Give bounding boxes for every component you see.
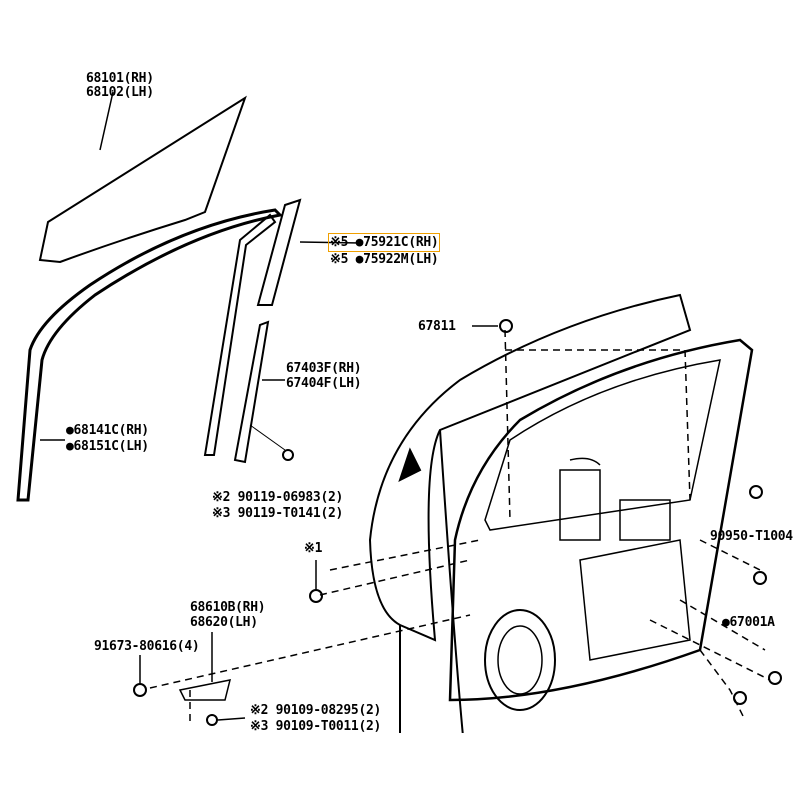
- blank-margin: [0, 733, 800, 800]
- weatherstrip-rh-label: ●68141C(RH): [66, 423, 149, 438]
- molding-rh-text: ※5 ●75921C(RH): [327, 233, 441, 252]
- rear-channel: [233, 320, 270, 464]
- note1-label: ※1: [304, 541, 323, 556]
- check-rh-label: 68610B(RH): [190, 600, 266, 615]
- door-glass: [38, 95, 247, 264]
- bolt-a1-label: ※2 90119-06983(2): [212, 490, 344, 505]
- channel-rh-label: 67403F(RH): [286, 361, 362, 376]
- bolt-c2-label: ※3 90109-T0011(2): [250, 720, 382, 732]
- cushion-part: [499, 319, 513, 333]
- bolt-b-label: 91673-80616(4): [94, 639, 200, 654]
- glass-rh-label: 68101(RH): [86, 71, 154, 86]
- door-frame: [448, 338, 754, 702]
- channel-lh-label: 67404F(LH): [286, 376, 362, 391]
- bolt-c1-label: ※2 90109-08295(2): [250, 703, 382, 718]
- clip-label: 90950-T1004: [710, 529, 793, 544]
- run-channel-strip: [16, 208, 284, 502]
- glass-lh-label: 68102(LH): [86, 85, 154, 100]
- molding-rh-label: ※5 ●75921C(RH): [327, 233, 441, 252]
- molding-lh-label: ※5 ●75922M(LH): [330, 252, 439, 267]
- belt-molding: [256, 198, 302, 306]
- door-panel: [368, 293, 692, 642]
- check-lh-label: 68620(LH): [190, 615, 258, 630]
- cushion-label: 67811: [418, 319, 456, 334]
- weatherstrip-lh-label: ●68151C(LH): [66, 439, 149, 454]
- plug-label: ●67001A: [722, 615, 775, 630]
- bolt-a2-label: ※3 90119-T0141(2): [212, 506, 344, 521]
